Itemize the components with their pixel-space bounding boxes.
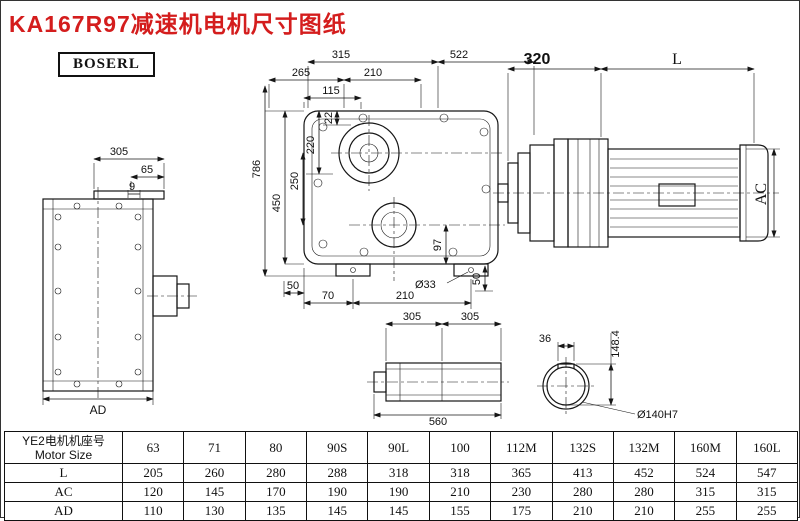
dim-148-4-label: 148.4 <box>610 330 622 358</box>
dim-9-label: 9 <box>129 181 135 193</box>
dimension-row-label: AC <box>4 482 123 502</box>
dim-305-a-label: 305 <box>403 311 421 323</box>
gearbox-side-view: 305 65 9 AD <box>42 146 197 417</box>
dimension-value: 175 <box>490 501 553 521</box>
motor-frame-column-header: 71 <box>183 431 246 464</box>
dim-50-right-label: 50 <box>471 273 483 285</box>
dimension-value: 190 <box>367 482 430 502</box>
dim-320-label: 320 <box>524 51 551 68</box>
motor-frame-column-header: 63 <box>121 431 185 464</box>
dimension-value: 210 <box>428 482 492 502</box>
dimension-value: 135 <box>244 501 308 521</box>
dim-22-label: 22 <box>323 112 335 124</box>
motor-view: 320 L AC <box>493 51 780 248</box>
dim-115-label: 115 <box>322 85 340 97</box>
brand-name: BOSERL <box>73 56 140 72</box>
motor-frame-column-header: 100 <box>428 431 492 464</box>
dim-50-left-label: 50 <box>287 280 299 292</box>
dim-l-label: L <box>672 51 682 68</box>
dim-210-top-label: 210 <box>364 67 382 79</box>
dim-265-label: 265 <box>292 67 310 79</box>
dim-450-label: 450 <box>271 194 283 212</box>
dim-210-bottom-label: 210 <box>396 290 414 302</box>
dimension-value: 260 <box>183 463 246 483</box>
dimension-value: 452 <box>612 463 676 483</box>
motor-frame-column-header: 160M <box>674 431 737 464</box>
dimension-value: 288 <box>306 463 369 483</box>
dim-220-label: 220 <box>305 136 317 154</box>
dim-305-b-label: 305 <box>461 311 479 323</box>
motor-frame-column-header: 132M <box>612 431 676 464</box>
dimension-value: 318 <box>367 463 430 483</box>
gearbox-front-view: 315 522 265 210 115 786 450 250 220 22 <box>251 49 535 309</box>
page-title: KA167R97减速机电机尺寸图纸 <box>9 11 347 37</box>
dim-70-label: 70 <box>322 290 334 302</box>
table-title-en: Motor Size <box>34 447 93 462</box>
dimension-value: 524 <box>674 463 737 483</box>
motor-frame-column-header: 160L <box>735 431 799 464</box>
dimension-value: 547 <box>735 463 799 483</box>
table-title-cn: YE2电机机座号 <box>22 433 105 448</box>
dim-36-label: 36 <box>539 333 551 345</box>
dimension-value: 190 <box>306 482 369 502</box>
dimension-row-label: L <box>4 463 123 483</box>
dimension-value: 255 <box>735 501 799 521</box>
dimension-value: 145 <box>183 482 246 502</box>
dim-65-label: 65 <box>141 164 153 176</box>
brand-logo: BOSERL <box>58 52 155 77</box>
dimension-value: 230 <box>490 482 553 502</box>
motor-frame-column-header: 112M <box>490 431 553 464</box>
dim-ac-label: AC <box>753 183 770 205</box>
technical-drawing: 305 65 9 AD <box>42 49 780 428</box>
motor-frame-column-header: 90L <box>367 431 430 464</box>
dim-250-label: 250 <box>289 172 301 190</box>
dim-hole-33-label: Ø33 <box>415 279 436 291</box>
shaft-end-view: 36 148.4 Ø140H7 <box>537 330 678 421</box>
dim-786-label: 786 <box>251 160 263 178</box>
dimension-value: 120 <box>121 482 185 502</box>
dimension-value: 110 <box>121 501 185 521</box>
dim-bore-140h7-label: Ø140H7 <box>637 409 678 421</box>
dimension-value: 145 <box>306 501 369 521</box>
dim-560-label: 560 <box>429 416 447 428</box>
dimension-value: 155 <box>428 501 492 521</box>
dimension-value: 280 <box>551 482 614 502</box>
dimension-value: 205 <box>121 463 185 483</box>
motor-frame-column-header: 90S <box>306 431 369 464</box>
dim-ad-label: AD <box>90 403 107 417</box>
dimension-value: 365 <box>490 463 553 483</box>
output-shaft-view: 305 305 560 <box>367 311 509 428</box>
dimension-value: 170 <box>244 482 308 502</box>
dimension-value: 315 <box>674 482 737 502</box>
motor-frame-column-header: 132S <box>551 431 614 464</box>
table-corner-header: YE2电机机座号 Motor Size <box>4 431 123 464</box>
dim-522-label: 522 <box>450 49 468 61</box>
dim-97-label: 97 <box>432 239 444 251</box>
motor-frame-column-header: 80 <box>244 431 308 464</box>
dimension-value: 413 <box>551 463 614 483</box>
dim-315-label: 315 <box>332 49 350 61</box>
dimension-value: 280 <box>612 482 676 502</box>
dimension-value: 318 <box>428 463 492 483</box>
dim-305-side-label: 305 <box>110 146 128 158</box>
dimension-value: 315 <box>735 482 799 502</box>
dimension-value: 280 <box>244 463 308 483</box>
